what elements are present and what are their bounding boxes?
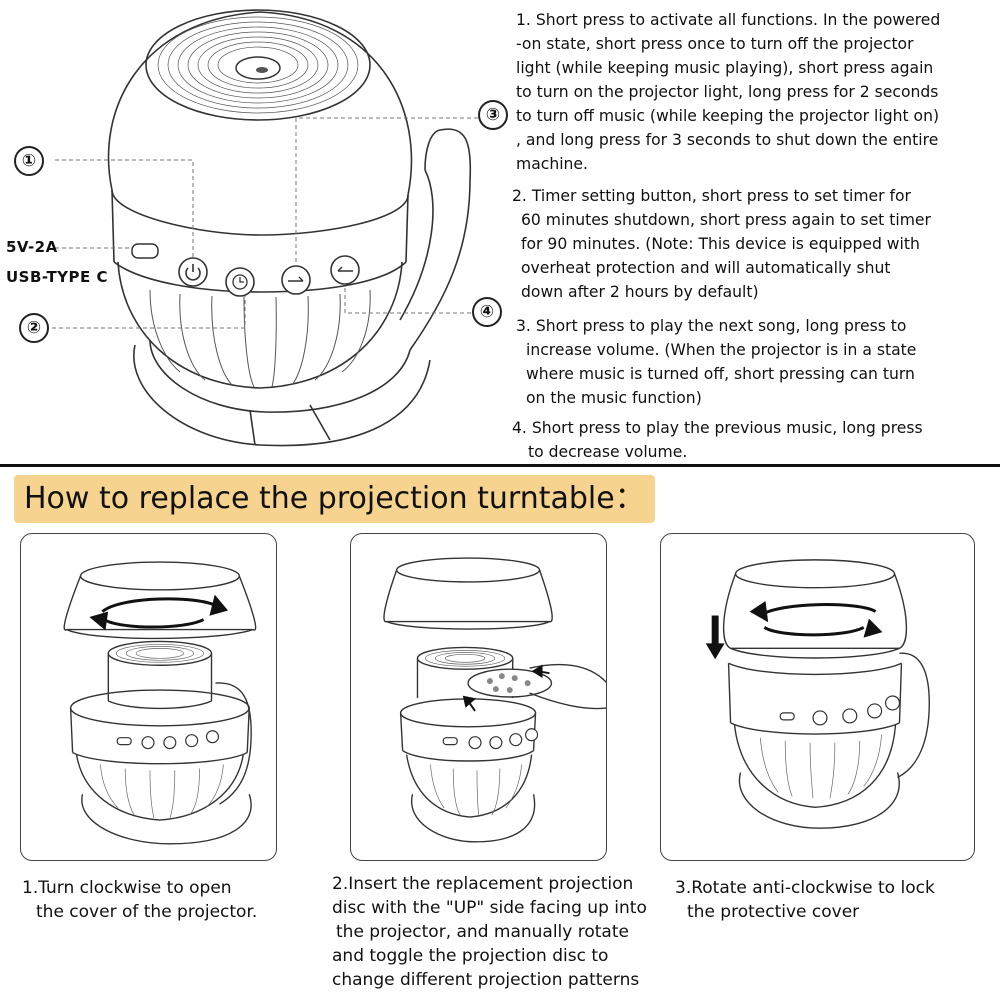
caption-line: and toggle the projection disc to — [332, 946, 609, 966]
instruction-3-line: on the music function) — [526, 389, 702, 407]
instruction-1-line: machine. — [516, 155, 588, 173]
step-2-panel — [350, 533, 607, 861]
instruction-4-line: 4. Short press to play the previous musi… — [512, 419, 923, 437]
section-title: How to replace the projection turntable： — [14, 475, 655, 523]
instruction-1-line: -on state, short press once to turn off … — [516, 35, 914, 53]
instruction-3-line: increase volume. (When the projector is … — [526, 341, 917, 359]
insert-direction-icon — [462, 664, 550, 712]
usb-type-label: USB-TYPE C — [6, 268, 109, 286]
instruction-1-line: 1. Short press to activate all functions… — [516, 11, 941, 29]
power-button-icon — [178, 257, 208, 287]
instruction-2-line: 2. Timer setting button, short press to … — [512, 187, 911, 205]
next-button-icon — [281, 265, 311, 295]
instruction-2-line: 60 minutes shutdown, short press again t… — [521, 211, 931, 229]
caption-line: 2.Insert the replacement projection — [332, 874, 634, 894]
instruction-4: 4. Short press to play the previous musi… — [512, 416, 923, 464]
projector-diagram-svg — [52, 9, 478, 447]
step-2-caption: 2.Insert the replacement projection disc… — [332, 872, 647, 992]
step-1-panel — [20, 533, 277, 861]
button-guide-section: ① ② ③ ④ 5V-2A USB-TYPE C 1. Short press … — [0, 0, 1000, 462]
callout-4: ④ — [472, 297, 502, 327]
step-2-illustration — [383, 557, 606, 843]
callout-3: ③ — [478, 100, 508, 130]
caption-line: change different projection patterns — [332, 970, 640, 990]
caption-line: 3.Rotate anti-clockwise to lock — [675, 878, 935, 898]
instruction-1-line: to turn on the projector light, long pre… — [516, 83, 939, 101]
caption-line: the cover of the projector. — [36, 902, 258, 922]
voltage-label: 5V-2A — [6, 238, 58, 256]
step-3-caption: 3.Rotate anti-clockwise to lock the prot… — [675, 876, 935, 924]
previous-button-icon — [330, 255, 360, 285]
step-1-illustration — [63, 561, 257, 845]
rotate-clockwise-icon — [89, 594, 229, 631]
caption-line: the protective cover — [687, 902, 860, 922]
step-3-panel — [660, 533, 975, 861]
instruction-1-line: light (while keeping music playing), sho… — [516, 59, 934, 77]
instruction-3: 3. Short press to play the next song, lo… — [516, 314, 916, 410]
usb-port-icon — [131, 243, 159, 259]
instruction-3-line: 3. Short press to play the next song, lo… — [516, 317, 907, 335]
instruction-2-line: overheat protection and will automatical… — [521, 259, 891, 277]
push-down-arrow-icon — [705, 615, 725, 660]
instruction-2: 2. Timer setting button, short press to … — [512, 184, 931, 304]
projector-illustration: ① ② ③ ④ 5V-2A USB-TYPE C — [0, 0, 508, 462]
instruction-2-line: for 90 minutes. (Note: This device is eq… — [521, 235, 920, 253]
instruction-4-line: to decrease volume. — [528, 443, 688, 461]
callout-2: ② — [19, 313, 49, 343]
instruction-1-line: , and long press for 3 seconds to shut d… — [516, 131, 939, 149]
instruction-2-line: down after 2 hours by default) — [521, 283, 759, 301]
caption-line: the projector, and manually rotate — [336, 922, 629, 942]
caption-line: 1.Turn clockwise to open — [22, 878, 232, 898]
caption-line: disc with the "UP" side facing up into — [332, 898, 647, 918]
instruction-1-line: to turn off music (while keeping the pro… — [516, 107, 940, 125]
section-divider — [0, 464, 1000, 467]
step-1-caption: 1.Turn clockwise to open the cover of th… — [22, 876, 257, 924]
instruction-3-line: where music is turned off, short pressin… — [526, 365, 915, 383]
step-3-illustration — [705, 559, 930, 829]
instruction-1: 1. Short press to activate all functions… — [516, 8, 940, 176]
timer-button-icon — [225, 267, 255, 297]
callout-1: ① — [14, 146, 44, 176]
rotate-anticlockwise-icon — [749, 601, 883, 638]
